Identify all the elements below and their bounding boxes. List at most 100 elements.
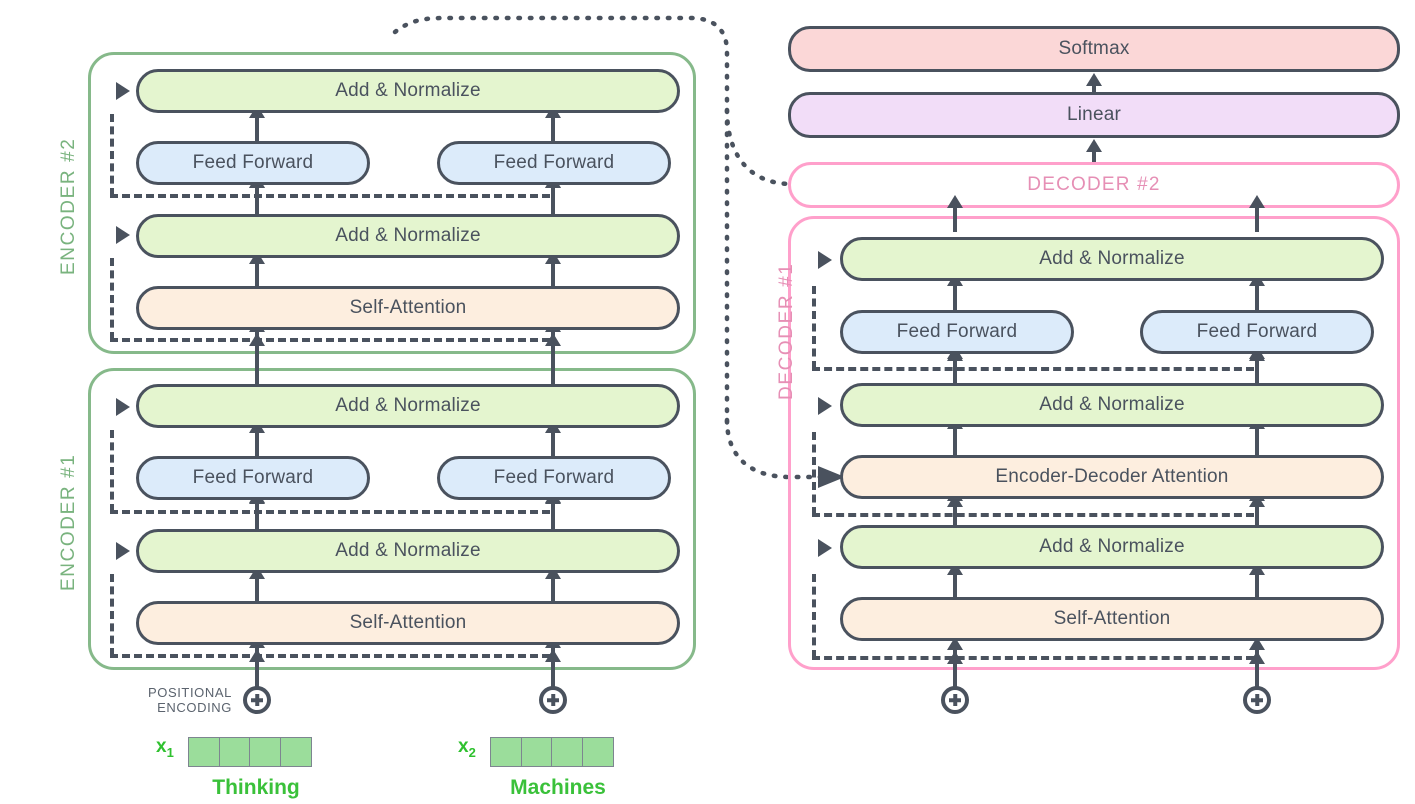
decoder-block-2[interactable]: DECODER #2 (788, 162, 1400, 208)
encoder1-self-attention[interactable]: Self-Attention (136, 601, 680, 645)
encoder1-residual-top-line (110, 510, 550, 514)
encoder1-add-normalize-top[interactable]: Add & Normalize (136, 384, 680, 428)
encoder-block-1-frame (88, 368, 696, 670)
encoder2-ffleft-to-top-arrow (255, 116, 259, 142)
encoder-input-arrow-right (551, 660, 555, 704)
decoder1-residual-bottom-riser (812, 574, 816, 658)
encoder2-residual-top-arrow (116, 82, 130, 100)
encoder2-ff-left-to-addnorm-arrow (255, 186, 259, 214)
decoder1-feed-forward-right[interactable]: Feed Forward (1140, 310, 1374, 354)
decoder1-self-attention[interactable]: Self-Attention (840, 597, 1384, 641)
decoder1-ffleft-to-top-arrow (953, 284, 957, 311)
encoder2-feed-forward-right[interactable]: Feed Forward (437, 141, 671, 185)
encoder1-add-normalize-bottom[interactable]: Add & Normalize (136, 529, 680, 573)
decoder1-ff-right-to-addnorm-arrow (1255, 357, 1259, 383)
encoder2-residual-top-riser (110, 114, 114, 196)
embedding-cell (218, 737, 251, 767)
encoder1-ff-left-to-addnorm-arrow (255, 501, 259, 529)
decoder1-ff-left-to-addnorm-arrow (953, 357, 957, 383)
input-word-2: Machines (510, 776, 606, 799)
embedding-cell (520, 737, 553, 767)
encoder1-selfattn-to-addnorm-arrow-left (255, 577, 259, 601)
decoder1-addnormmid-arrow-left (953, 427, 957, 455)
embedding-cell (188, 737, 220, 767)
encoder2-ffright-to-top-arrow (551, 116, 555, 142)
encoder-input-arrow-left (255, 660, 259, 704)
decoder-input-arrow-right (1255, 662, 1259, 704)
encoder1-feed-forward-left[interactable]: Feed Forward (136, 456, 370, 500)
embedding-cell (581, 737, 614, 767)
decoder1-residual-mid-arrow (818, 397, 832, 415)
decoder1-add-normalize-mid[interactable]: Add & Normalize (840, 383, 1384, 427)
encoder2-ff-right-to-addnorm-arrow (551, 186, 555, 214)
decoder1-residual-bottom-arrow (818, 539, 832, 557)
embedding-vector-x2 (490, 737, 614, 767)
encoder1-residual-top-arrow (116, 398, 130, 416)
decoder1-selfattn-to-addnorm-arrow-right (1255, 573, 1259, 597)
encoder2-residual-top-line (110, 194, 550, 198)
encoder1-to-encoder2-arrow-left (255, 344, 259, 388)
softmax-block[interactable]: Softmax (788, 26, 1400, 72)
embedding-cell (249, 737, 281, 767)
input-word-1: Thinking (212, 776, 300, 799)
encoder2-self-attention[interactable]: Self-Attention (136, 286, 680, 330)
decoder1-encoder-decoder-attention[interactable]: Encoder-Decoder Attention (840, 455, 1384, 499)
embedding-cell (551, 737, 583, 767)
positional-encoding-line-1: POSITIONAL (147, 685, 232, 700)
positional-encoding-caption: POSITIONAL ENCODING (132, 685, 232, 715)
embedding-cell (490, 737, 522, 767)
encoder2-residual-bottom-line (110, 338, 550, 342)
decoder1-encdecattn-to-addnorm-arrow-left (953, 499, 957, 525)
encoder-block-1-label: ENCODER #1 (58, 453, 79, 591)
encoder2-residual-bottom-riser (110, 258, 114, 340)
decoder1-encdecattn-to-addnorm-arrow-right (1255, 499, 1259, 525)
encoder1-ffright-to-top-arrow (551, 431, 555, 457)
decoder1-residual-top-line (812, 367, 1254, 371)
decoder1-ffright-to-top-arrow (1255, 284, 1259, 311)
encoder1-ffleft-to-top-arrow (255, 431, 259, 457)
decoder1-add-normalize-bottom[interactable]: Add & Normalize (840, 525, 1384, 569)
positional-encoding-plus-2 (539, 686, 567, 714)
encoder1-feed-forward-right[interactable]: Feed Forward (437, 456, 671, 500)
decoder1-selfattn-to-addnorm-arrow-left (953, 573, 957, 597)
decoder-block-1-frame (788, 216, 1400, 670)
encoder2-add-normalize-top[interactable]: Add & Normalize (136, 69, 680, 113)
encoder1-residual-bottom-arrow (116, 542, 130, 560)
decoder1-feed-forward-left[interactable]: Feed Forward (840, 310, 1074, 354)
encoder2-add-normalize-bottom[interactable]: Add & Normalize (136, 214, 680, 258)
encoder1-ff-right-to-addnorm-arrow (551, 501, 555, 529)
decoder-positional-encoding-plus-1 (941, 686, 969, 714)
embedding-label-x2-index: 2 (468, 744, 476, 760)
decoder-input-arrow-left (953, 662, 957, 704)
decoder1-add-normalize-top[interactable]: Add & Normalize (840, 237, 1384, 281)
decoder1-residual-bottom-line (812, 656, 1254, 660)
encoder2-residual-bottom-arrow (116, 226, 130, 244)
encoder1-selfattn-to-addnorm-arrow-right (551, 577, 555, 601)
encoder-block-2-frame (88, 52, 696, 354)
decoder-positional-encoding-plus-2 (1243, 686, 1271, 714)
positional-encoding-plus-1 (243, 686, 271, 714)
linear-block[interactable]: Linear (788, 92, 1400, 138)
decoder1-to-decoder2-arrow-right (1255, 206, 1259, 232)
embedding-vector-x1 (188, 737, 312, 767)
embedding-label-x1-index: 1 (166, 744, 174, 760)
decoder1-residual-mid-riser (812, 432, 816, 515)
encoder-block-2-label: ENCODER #2 (58, 137, 79, 275)
encoder1-residual-bottom-line (110, 654, 550, 658)
encoder2-feed-forward-left[interactable]: Feed Forward (136, 141, 370, 185)
decoder1-residual-top-arrow (818, 251, 832, 269)
encoder2-selfattn-to-addnorm-arrow-right (551, 262, 555, 286)
positional-encoding-line-2: ENCODING (157, 700, 232, 715)
encoder1-to-encoder2-arrow-right (551, 344, 555, 388)
encoder1-residual-top-riser (110, 430, 114, 512)
encoder1-residual-bottom-riser (110, 574, 114, 656)
embedding-label-x2: x2 (458, 736, 476, 760)
embedding-label-x1: x1 (156, 736, 174, 760)
decoder1-addnormmid-arrow-right (1255, 427, 1259, 455)
decoder2-to-linear-arrow (1092, 150, 1096, 168)
decoder-block-1-label: DECODER #1 (776, 262, 797, 400)
decoder1-residual-top-riser (812, 286, 816, 369)
decoder1-to-decoder2-arrow-left (953, 206, 957, 232)
embedding-cell (279, 737, 312, 767)
